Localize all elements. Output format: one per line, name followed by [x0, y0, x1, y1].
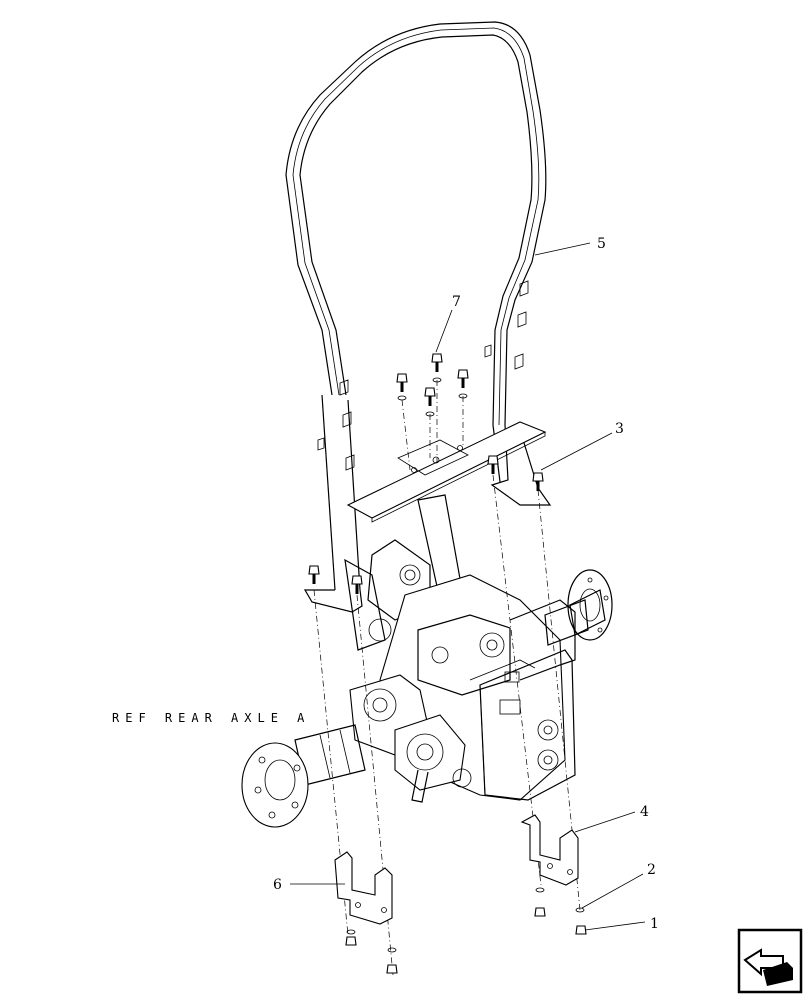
- callout-2: 2: [647, 862, 656, 878]
- transmission-assembly: [241, 494, 613, 828]
- back-arrow-icon[interactable]: [737, 928, 803, 994]
- bolt-set-3: [308, 455, 544, 594]
- rops-frame: [285, 21, 552, 613]
- leader-lines: [290, 242, 646, 931]
- callout-1: 1: [650, 916, 659, 932]
- bracket-6: [334, 851, 398, 974]
- callout-7: 7: [452, 294, 461, 310]
- callout-4: 4: [640, 804, 649, 820]
- callout-5: 5: [597, 236, 606, 252]
- bracket-4: [520, 814, 587, 935]
- reference-label: REF REAR AXLE A: [112, 711, 310, 725]
- bolt-set-7: [396, 353, 469, 471]
- callout-6: 6: [273, 877, 282, 893]
- callout-3: 3: [615, 421, 624, 437]
